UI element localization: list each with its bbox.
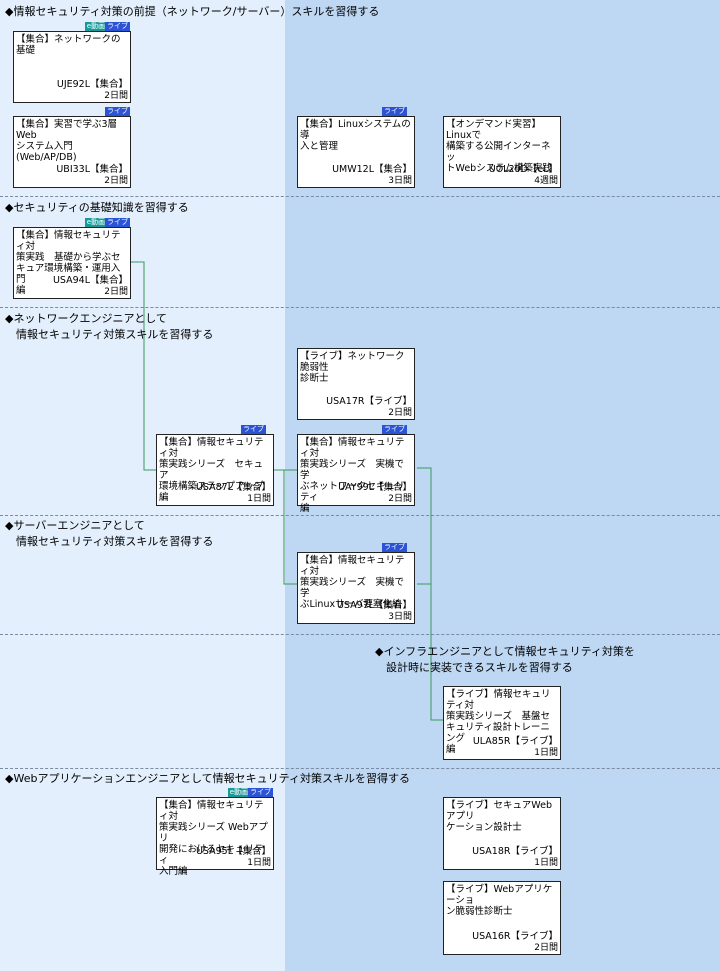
course-duration: 4週間 bbox=[534, 176, 558, 186]
course-card-USA95L[interactable]: e動画 ライブ 【集合】情報セキュリティ対 策実践シリーズ Webアプリ 開発に… bbox=[156, 788, 274, 877]
course-title: 【集合】情報セキュリティ対 策実践 基礎から学ぶセ キュア環境構築・運用入門 編 bbox=[16, 230, 121, 296]
live-badge: ライブ bbox=[105, 22, 130, 31]
course-card-ULA85R[interactable]: 【ライブ】情報セキュリティ対 策実践シリーズ 基盤セ キュリティ設計トレーニング… bbox=[443, 686, 561, 760]
course-duration: 2日間 bbox=[104, 176, 128, 186]
section-heading-infra-engineer: ◆インフラエンジニアとして情報セキュリティ対策を 設計時に実装できるスキルを習得… bbox=[375, 645, 635, 674]
course-card-USA18R[interactable]: 【ライブ】セキュアWebアプリ ケーション設計士 USA18R【ライブ】 1日間 bbox=[443, 797, 561, 870]
course-title: 【ライブ】Webアプリケーショ ン脆弱性診断士 bbox=[446, 884, 553, 917]
course-title: 【オンデマンド実習】Linuxで 構築する公開インターネッ トWebシステム構築… bbox=[446, 119, 552, 174]
section-divider bbox=[0, 768, 720, 769]
live-badge: ライブ bbox=[105, 218, 130, 227]
course-title: 【集合】ネットワークの基礎 bbox=[16, 34, 121, 56]
course-card-USA87L[interactable]: ライブ 【集合】情報セキュリティ対 策実践シリーズ セキュア 環境構築ステップア… bbox=[156, 425, 274, 506]
course-title: 【集合】情報セキュリティ対 策実践シリーズ セキュア 環境構築ステップアップ編 bbox=[159, 437, 264, 503]
course-duration: 2日間 bbox=[388, 408, 412, 418]
live-badge: ライブ bbox=[248, 788, 273, 797]
course-code: UBI33L【集合】 bbox=[56, 164, 128, 175]
course-title: 【集合】Linuxシステムの導 入と管理 bbox=[300, 119, 411, 152]
course-code: USA16R【ライブ】 bbox=[472, 931, 558, 942]
section-divider bbox=[0, 307, 720, 308]
course-card-USA97L[interactable]: ライブ 【集合】情報セキュリティ対 策実践シリーズ 実機で学 ぶLinuxサーバ… bbox=[297, 543, 415, 624]
course-title: 【集合】情報セキュリティ対 策実践シリーズ Webアプリ 開発におけるセキュリテ… bbox=[159, 800, 268, 877]
course-duration: 2日間 bbox=[104, 91, 128, 101]
course-card-USA94L[interactable]: e動画 ライブ 【集合】情報セキュリティ対 策実践 基礎から学ぶセ キュア環境構… bbox=[13, 218, 131, 299]
section-divider bbox=[0, 634, 720, 635]
course-title: 【集合】実習で学ぶ3層Web システム入門 (Web/AP/DB) bbox=[16, 119, 118, 163]
connector-uay99-ula85 bbox=[417, 467, 444, 721]
course-card-UOL20D[interactable]: 【オンデマンド実習】Linuxで 構築する公開インターネッ トWebシステム構築… bbox=[443, 116, 561, 188]
course-card-USA16R[interactable]: 【ライブ】Webアプリケーショ ン脆弱性診断士 USA16R【ライブ】 2日間 bbox=[443, 881, 561, 955]
course-title: 【ライブ】ネットワーク脆弱性 診断士 bbox=[300, 351, 405, 384]
course-code: USA95L【集合】 bbox=[195, 846, 271, 857]
section-heading-network-engineer: ◆ネットワークエンジニアとして 情報セキュリティ対策スキルを習得する bbox=[5, 312, 214, 341]
course-title: 【ライブ】セキュアWebアプリ ケーション設計士 bbox=[446, 800, 553, 833]
course-title: 【集合】情報セキュリティ対 策実践シリーズ 実機で学 ぶLinuxサーバ要塞化編 bbox=[300, 555, 405, 610]
course-duration: 2日間 bbox=[388, 494, 412, 504]
elearning-badge: e動画 bbox=[227, 788, 250, 797]
course-duration: 1日間 bbox=[534, 858, 558, 868]
course-card-UMW12L[interactable]: ライブ 【集合】Linuxシステムの導 入と管理 UMW12L【集合】 3日間 bbox=[297, 107, 415, 188]
section-heading-web-app-engineer: ◆Webアプリケーションエンジニアとして情報セキュリティ対策スキルを習得する bbox=[5, 772, 411, 785]
course-code: ULA85R【ライブ】 bbox=[472, 736, 558, 747]
live-badge: ライブ bbox=[382, 425, 407, 434]
course-code: UJE92L【集合】 bbox=[56, 79, 128, 90]
course-duration: 1日間 bbox=[247, 858, 271, 868]
course-duration: 3日間 bbox=[388, 176, 412, 186]
course-duration: 2日間 bbox=[104, 287, 128, 297]
elearning-badge: e動画 bbox=[84, 22, 107, 31]
course-card-USA17R[interactable]: 【ライブ】ネットワーク脆弱性 診断士 USA17R【ライブ】 2日間 bbox=[297, 348, 415, 420]
course-code: USA18R【ライブ】 bbox=[472, 846, 558, 857]
course-title: 【集合】情報セキュリティ対 策実践シリーズ 実機で学 ぶネットワークセキュリティ… bbox=[300, 437, 405, 514]
course-code: UOL20D【eL】 bbox=[488, 164, 558, 175]
course-code: USA87L【集合】 bbox=[195, 482, 271, 493]
section-divider bbox=[0, 515, 720, 516]
connector-usa94-usa87 bbox=[131, 261, 156, 471]
section-heading-server-engineer: ◆サーバーエンジニアとして 情報セキュリティ対策スキルを習得する bbox=[5, 519, 214, 548]
connector-usa87-usa97 bbox=[283, 470, 298, 585]
course-duration: 2日間 bbox=[534, 943, 558, 953]
course-duration: 3日間 bbox=[388, 612, 412, 622]
course-title: 【ライブ】情報セキュリティ対 策実践シリーズ 基盤セ キュリティ設計トレーニング… bbox=[446, 689, 551, 755]
course-card-UAY99L[interactable]: ライブ 【集合】情報セキュリティ対 策実践シリーズ 実機で学 ぶネットワークセキ… bbox=[297, 425, 415, 514]
live-badge: ライブ bbox=[241, 425, 266, 434]
course-code: USA94L【集合】 bbox=[52, 275, 128, 286]
live-badge: ライブ bbox=[105, 107, 130, 116]
course-card-UBI33L[interactable]: ライブ 【集合】実習で学ぶ3層Web システム入門 (Web/AP/DB) UB… bbox=[13, 107, 131, 188]
section-heading-prerequisite: ◆情報セキュリティ対策の前提（ネットワーク/サーバー）スキルを習得する bbox=[5, 5, 380, 18]
elearning-badge: e動画 bbox=[84, 218, 107, 227]
course-code: UMW12L【集合】 bbox=[332, 164, 412, 175]
course-duration: 1日間 bbox=[247, 494, 271, 504]
section-heading-security-basics: ◆セキュリティの基礎知識を習得する bbox=[5, 201, 189, 214]
course-card-UJE92L[interactable]: e動画 ライブ 【集合】ネットワークの基礎 UJE92L【集合】 2日間 bbox=[13, 22, 131, 103]
live-badge: ライブ bbox=[382, 107, 407, 116]
course-duration: 1日間 bbox=[534, 748, 558, 758]
course-code: USA97L【集合】 bbox=[336, 600, 412, 611]
section-divider bbox=[0, 196, 720, 197]
course-code: USA17R【ライブ】 bbox=[326, 396, 412, 407]
course-code: UAY99L【集合】 bbox=[338, 482, 412, 493]
live-badge: ライブ bbox=[382, 543, 407, 552]
